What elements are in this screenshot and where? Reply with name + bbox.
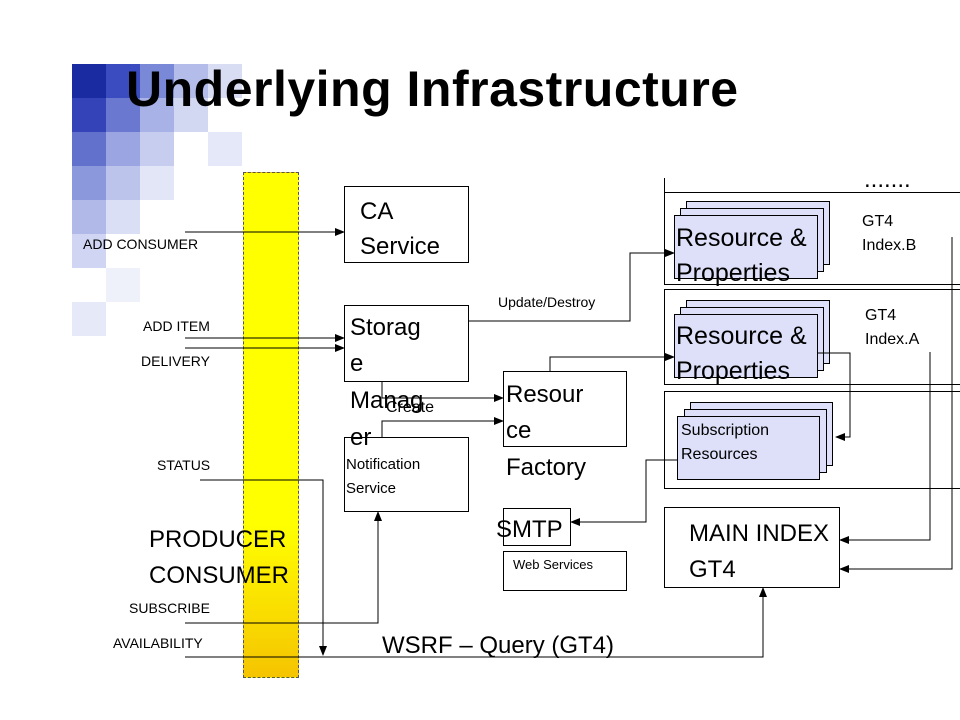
notification-service-box	[344, 437, 469, 512]
subscription-line1: Subscription	[681, 422, 770, 439]
create-label: Create	[386, 399, 435, 416]
gt4-index-a-line2: Index.A	[865, 331, 920, 348]
page-title: Underlying Infrastructure	[126, 61, 739, 117]
resource-stack-a-front	[674, 314, 818, 378]
subscription-stack-front	[677, 416, 820, 480]
resource-stack-b-front	[674, 215, 818, 279]
ca-service-box	[344, 186, 469, 263]
storage-manager-line2: e	[350, 350, 364, 377]
notification-line2: Service	[346, 480, 397, 497]
availability-label: AVAILABILITY	[113, 635, 203, 651]
resource-factory-line2: ce	[506, 417, 532, 444]
delivery-label: DELIVERY	[141, 353, 210, 369]
subscribe-label: SUBSCRIBE	[129, 600, 210, 616]
storage-manager-line4: er	[350, 424, 372, 451]
resource-properties-a-line2: Properties	[676, 357, 790, 385]
status-label: STATUS	[157, 457, 211, 473]
smtp-box	[503, 508, 571, 546]
storage-manager-line3: Manag	[350, 387, 424, 414]
ellipsis-label: .......	[864, 166, 911, 193]
resource-properties-b-line2: Properties	[676, 259, 790, 287]
ca-service-line1: CA	[360, 198, 394, 225]
resource-factory-line1: Resour	[506, 381, 584, 408]
notification-line1: Notification	[346, 456, 421, 473]
producer-label: PRODUCER	[149, 526, 287, 553]
main-index-line1: MAIN INDEX	[689, 520, 830, 547]
subscription-line2: Resources	[681, 446, 758, 463]
storage-manager-box	[344, 305, 469, 382]
gt4-index-a-line1: GT4	[865, 307, 897, 324]
wsrf-query-label: WSRF – Query (GT4)	[382, 632, 615, 659]
update-destroy-label: Update/Destroy	[498, 294, 596, 310]
add-item-label: ADD ITEM	[143, 318, 210, 334]
web-services-label: Web Services	[513, 557, 593, 572]
web-services-box	[503, 551, 627, 591]
storage-manager-line1: Storag	[350, 314, 421, 341]
gt4-index-b-line2: Index.B	[862, 237, 917, 254]
producer-consumer-bar	[243, 172, 299, 678]
add-consumer-label: ADD CONSUMER	[83, 236, 199, 252]
gt4-index-b-line1: GT4	[862, 213, 894, 230]
resource-properties-a-line1: Resource &	[676, 322, 807, 350]
resource-factory-line3: Factory	[506, 454, 587, 481]
resource-properties-b-line1: Resource &	[676, 224, 807, 252]
main-index-box	[664, 507, 840, 588]
ca-service-line2: Service	[360, 233, 441, 260]
main-index-line2: GT4	[689, 556, 736, 583]
smtp-label: SMTP	[496, 516, 563, 543]
top-container-edge	[664, 178, 665, 192]
consumer-label: CONSUMER	[149, 562, 290, 589]
resource-factory-box	[503, 371, 627, 447]
